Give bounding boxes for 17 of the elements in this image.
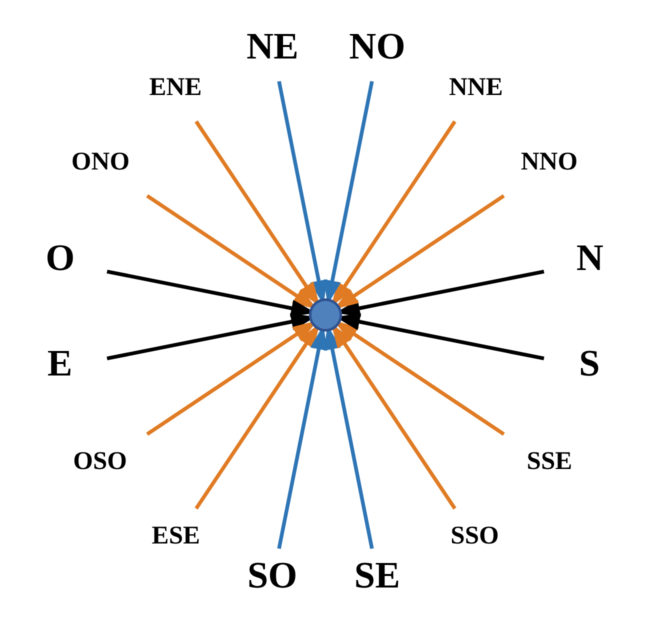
node-text: SE — [354, 555, 400, 596]
node-text: SO — [247, 555, 298, 596]
node-text: OSO — [73, 446, 128, 476]
node-text: NNE — [448, 72, 503, 101]
node-text: NNO — [520, 146, 578, 176]
node-text: NE — [246, 26, 299, 68]
node-text: O — [46, 238, 75, 280]
node-text: SSO — [450, 520, 499, 550]
node-text: SSE — [526, 446, 572, 476]
node-text: S — [578, 343, 600, 384]
node-text: ESE — [152, 520, 200, 550]
node-text: E — [47, 343, 72, 384]
node-text: N — [576, 238, 604, 280]
node-circle — [308, 298, 342, 332]
node-text: ENE — [149, 72, 202, 101]
node-text: ONO — [71, 146, 130, 176]
node-text: NO — [349, 26, 406, 68]
